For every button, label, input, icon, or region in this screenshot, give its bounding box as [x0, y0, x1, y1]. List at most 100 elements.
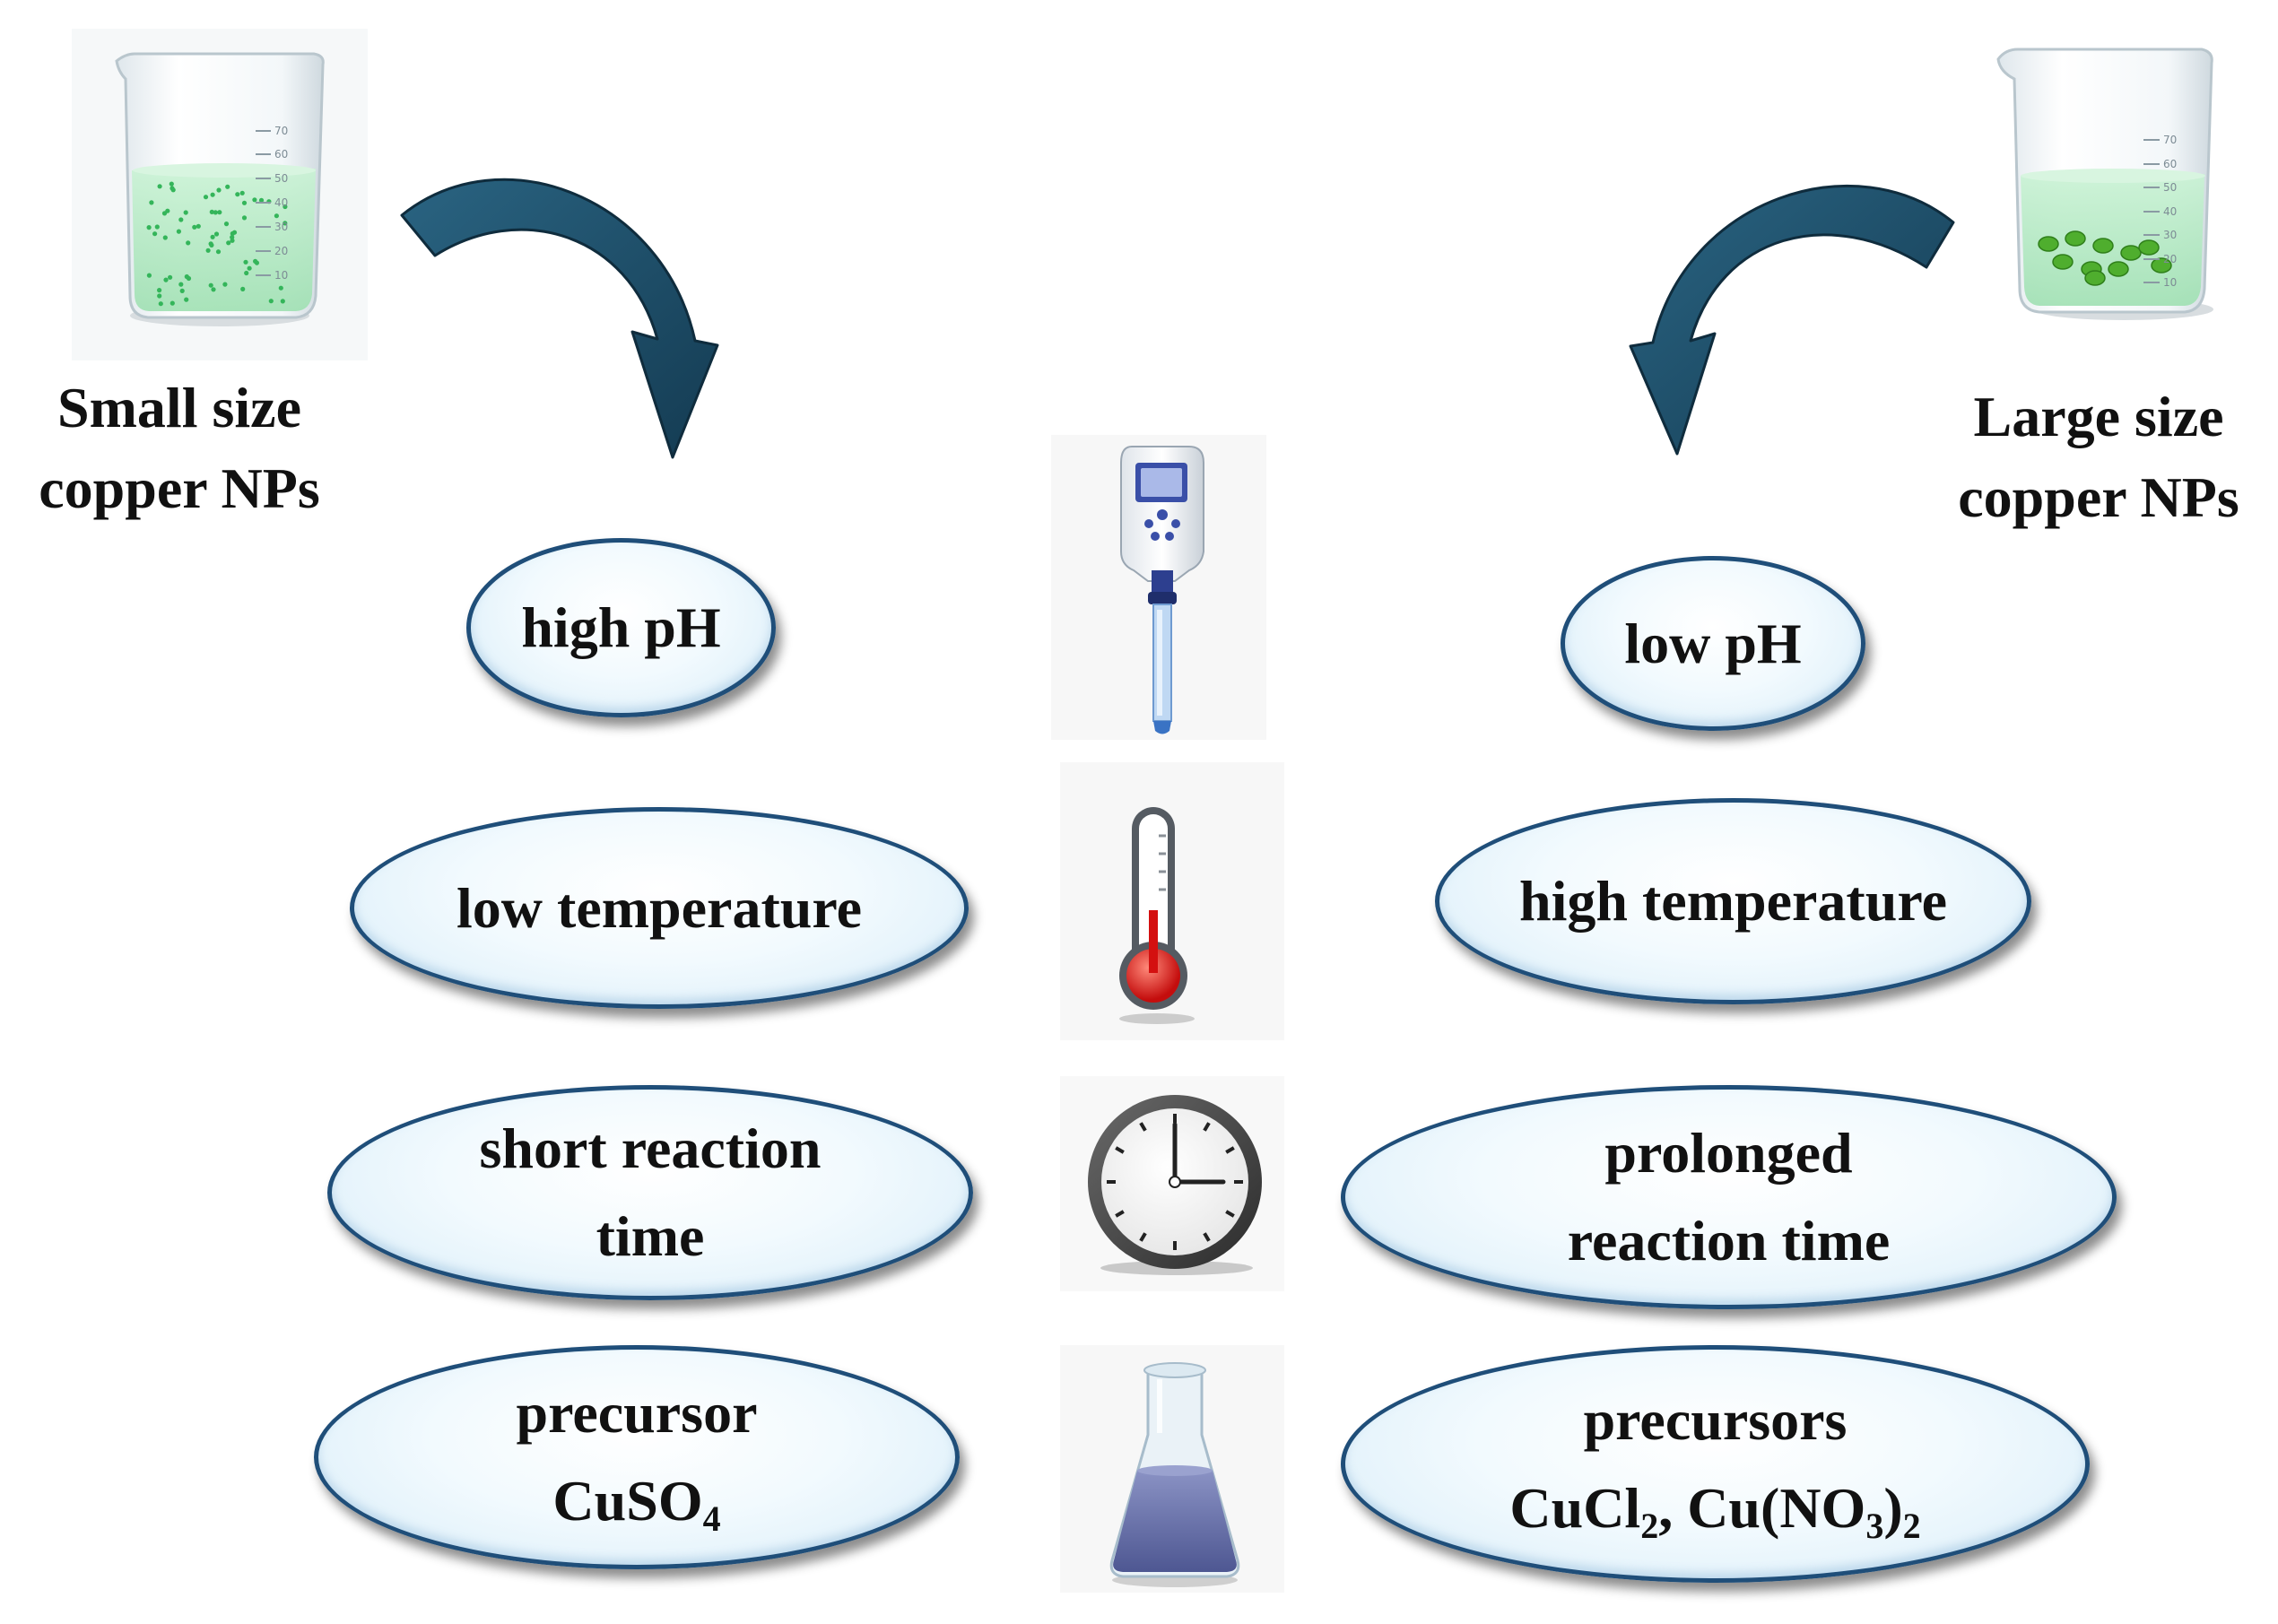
beaker-scale-label: 60 — [2163, 158, 2177, 170]
nanoparticle-dot — [205, 248, 211, 253]
clock-tick — [1225, 1210, 1235, 1218]
nanoparticle-dot — [215, 249, 222, 255]
nanoparticle-dot — [211, 287, 216, 292]
beaker-scale-label: 60 — [274, 148, 288, 161]
nanoparticle-dot — [239, 190, 245, 195]
precursor-formula: CuSO4 — [552, 1457, 720, 1545]
beaker-scale-label: 10 — [274, 269, 288, 282]
beaker-scale-label: 70 — [274, 125, 288, 137]
nanoparticle-dot — [223, 221, 230, 227]
clock-tick — [1225, 1146, 1235, 1154]
nanoparticle-dot — [213, 210, 218, 215]
nanoparticle-dot — [168, 274, 173, 280]
nanoparticle-dot — [225, 184, 230, 189]
prolonged-reaction-time-line1: prolonged — [1604, 1121, 1853, 1185]
nanoparticle-dot — [243, 259, 248, 265]
nanoparticle-dot — [231, 230, 238, 235]
right-caption-line1: Large size — [1973, 385, 2224, 448]
low-ph-oval: low pH — [1561, 556, 1865, 731]
nanoparticle-dot — [274, 213, 279, 219]
high-temperature-oval: high temperature — [1435, 798, 2031, 1004]
nanoparticle-dot — [203, 195, 209, 200]
high-temperature-label: high temperature — [1519, 869, 1947, 933]
left-curved-arrow-icon — [400, 178, 719, 459]
right-caption: Large size copper NPs — [1919, 377, 2278, 538]
nanoparticle-dot — [230, 238, 235, 243]
nanoparticle-dot — [278, 285, 283, 291]
nanoparticle-dot — [178, 217, 184, 222]
beaker-scale-label: 30 — [2163, 229, 2177, 241]
short-reaction-time-oval: short reaction time — [327, 1085, 973, 1300]
nanoparticle-dot — [183, 210, 188, 215]
formula-part: CuSO — [552, 1469, 703, 1533]
nanoparticle-dot — [258, 197, 265, 203]
clock-tick — [1115, 1146, 1125, 1154]
nanoparticle-dot — [209, 209, 214, 214]
nanoparticle-dot — [196, 223, 201, 229]
nanoparticle-dot — [184, 297, 189, 302]
nanoparticle-dot — [157, 293, 162, 299]
nanoparticle-dot — [149, 200, 154, 205]
flask-icon — [1060, 1345, 1284, 1593]
nanoparticle-dot — [165, 208, 170, 213]
beaker-scale-label: 20 — [2163, 253, 2177, 265]
nanoparticle-dot — [157, 288, 162, 293]
nanoparticle-dot — [158, 301, 163, 307]
nanoparticle-dot — [247, 265, 252, 271]
nanoparticle-dot — [253, 258, 258, 264]
nanoparticle-dot — [235, 192, 240, 197]
nanoparticle-dot — [241, 200, 248, 205]
low-temperature-label: low temperature — [456, 875, 862, 940]
formula-part: , Cu(NO — [1658, 1475, 1866, 1540]
nanoparticle-dot — [241, 215, 248, 221]
nanoparticle-dot — [157, 184, 162, 189]
clock-tick — [1203, 1122, 1211, 1132]
nanoparticle-dot — [146, 225, 152, 230]
prolonged-reaction-time-line2: reaction time — [1567, 1209, 1891, 1272]
nanoparticle-dot — [283, 221, 288, 226]
nanoparticle-dot — [184, 274, 189, 280]
left-caption-line2: copper NPs — [39, 456, 320, 520]
nanoparticle-dot — [154, 224, 160, 230]
nanoparticle-dot — [208, 241, 213, 247]
precursor-cuso4-oval: precursor CuSO4 — [314, 1345, 960, 1569]
large-np-beaker-icon: 70 60 50 40 30 20 10 — [1973, 27, 2260, 323]
beaker-scale-label: 50 — [2163, 181, 2177, 194]
nanoparticle-dot — [216, 187, 222, 193]
nanoparticle-dot — [213, 231, 220, 237]
formula-subscript: 4 — [702, 1498, 721, 1539]
formula-subscript: 2 — [1640, 1505, 1659, 1546]
precursors-cucl2-cuno32-oval: precursors CuCl2, Cu(NO3)2 — [1341, 1345, 2090, 1583]
clock-tick — [1139, 1232, 1147, 1242]
left-caption-line1: Small size — [57, 376, 301, 439]
nanoparticle-dot — [283, 204, 288, 210]
nanoparticle-dot — [170, 186, 175, 191]
nanoparticle-dot — [208, 282, 213, 288]
low-ph-label: low pH — [1624, 611, 1802, 675]
nanoparticle-dot — [210, 234, 215, 239]
clock-icon — [1060, 1076, 1284, 1291]
nanoparticle-dot — [146, 273, 152, 278]
nanoparticle-dot — [210, 192, 215, 197]
right-caption-line2: copper NPs — [1958, 465, 2239, 529]
low-temperature-oval: low temperature — [350, 807, 969, 1009]
beaker-scale-label: 40 — [274, 196, 288, 209]
beaker-scale-label: 70 — [2163, 134, 2177, 146]
beaker-scale-label: 10 — [2163, 276, 2177, 289]
thermometer-icon — [1060, 762, 1284, 1040]
nanoparticle-dot — [252, 197, 257, 203]
precursors-formula: CuCl2, Cu(NO3)2 — [1509, 1464, 1920, 1552]
beaker-scale-label: 40 — [2163, 205, 2177, 218]
nanoparticle-dot — [179, 288, 185, 293]
formula-part: ) — [1883, 1475, 1903, 1540]
prolonged-reaction-time-oval: prolonged reaction time — [1341, 1085, 2117, 1309]
precursors-label: precursors — [1583, 1387, 1848, 1452]
high-ph-oval: high pH — [466, 538, 776, 717]
nanoparticle-dot — [192, 224, 197, 230]
clock-tick — [1139, 1122, 1147, 1132]
nanoparticle-dot — [152, 231, 158, 237]
nanoparticle-dot — [217, 210, 222, 215]
beaker-scale-label: 30 — [274, 221, 288, 233]
nanoparticle-dot — [222, 282, 228, 287]
